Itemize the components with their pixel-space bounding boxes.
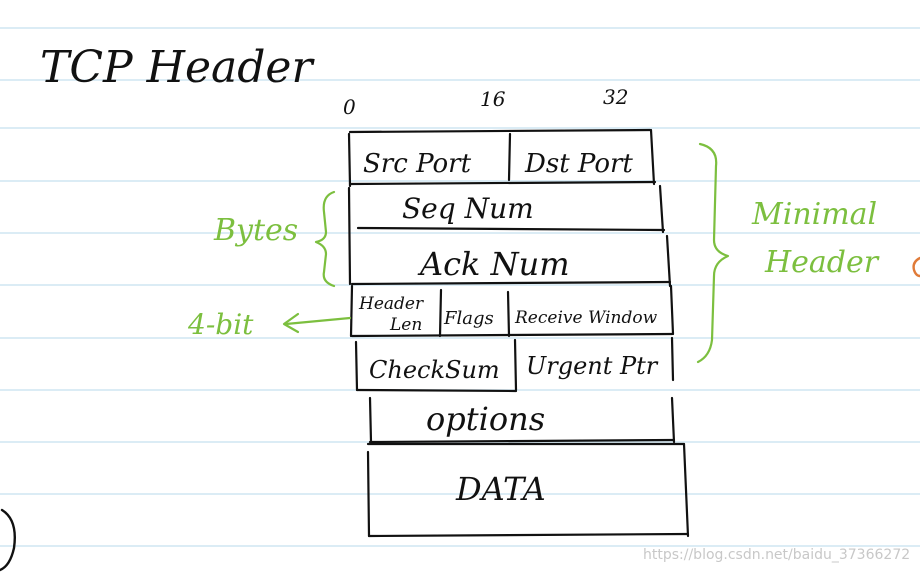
field-seq-num: Seq Num [402,192,534,225]
annotations [282,142,730,364]
field-data: DATA [455,470,546,508]
header-table [347,128,690,538]
page-title: TCP Header [40,42,315,93]
bit-mark-32: 32 [603,85,628,109]
field-options: options [426,400,545,438]
ruled-lines [0,27,920,547]
edge-stroke [0,508,16,572]
annotation-minimal: Minimal [751,197,877,232]
bit-mark-16: 16 [480,87,506,111]
bytes-brace [314,190,336,288]
field-src-port: Src Port [363,149,472,179]
annotation-header: Header [764,245,880,280]
field-ack-num: Ack Num [417,245,570,283]
four-bit-arrow [284,316,352,326]
bit-mark-0: 0 [343,95,356,119]
field-dst-port: Dst Port [524,149,633,179]
minimal-header-brace [696,142,730,364]
annotation-four-bit: 4-bit [187,308,254,341]
field-receive-window: Receive Window [514,308,658,328]
field-flags: Flags [443,308,494,329]
field-header-len-line2: Len [389,315,422,335]
watermark-text: https://blog.csdn.net/baidu_37366272 [643,547,910,563]
field-checksum: CheckSum [369,356,500,384]
field-urgent-ptr: Urgent Ptr [526,352,659,380]
field-header-len-line1: Header [358,294,424,314]
annotation-bytes: Bytes [213,213,298,248]
edge-mark [912,256,920,278]
